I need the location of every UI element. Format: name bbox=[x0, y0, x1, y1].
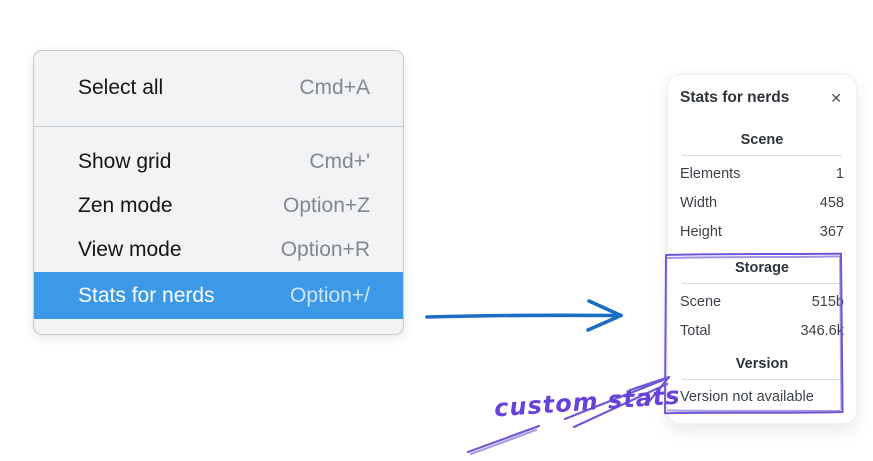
section-rule bbox=[682, 283, 842, 284]
stat-label: Elements bbox=[680, 166, 741, 182]
menu-item-label: View mode bbox=[78, 238, 182, 261]
section-header-scene: Scene bbox=[740, 132, 784, 148]
menu-item-label: Show grid bbox=[78, 150, 172, 173]
section-rule bbox=[682, 155, 842, 156]
menu-group-bottom: Show grid Cmd+' Zen mode Option+Z View m… bbox=[34, 127, 403, 334]
context-menu: Select all Cmd+A Show grid Cmd+' Zen mod… bbox=[33, 50, 404, 335]
stat-value: 367 bbox=[819, 224, 844, 240]
stat-label: Height bbox=[680, 224, 722, 240]
menu-item-label: Zen mode bbox=[78, 194, 173, 217]
menu-item-shortcut: Option+R bbox=[280, 238, 370, 261]
section-header-version: Version bbox=[735, 356, 789, 372]
menu-item-select-all[interactable]: Select all Cmd+A bbox=[34, 66, 403, 110]
menu-item-shortcut: Option+Z bbox=[283, 194, 370, 217]
stats-panel: Stats for nerds ✕ Scene Elements 1 Width… bbox=[668, 75, 856, 423]
stat-row-width: Width 458 bbox=[680, 189, 844, 218]
stat-row-total-size: Total 346.6k bbox=[680, 317, 844, 346]
menu-item-shortcut: Option+/ bbox=[290, 283, 370, 307]
close-icon[interactable]: ✕ bbox=[830, 90, 842, 106]
menu-item-view-mode[interactable]: View mode Option+R bbox=[34, 228, 403, 272]
menu-item-stats-for-nerds[interactable]: Stats for nerds Option+/ bbox=[34, 272, 403, 319]
stat-label: Total bbox=[680, 323, 711, 339]
menu-group-top: Select all Cmd+A bbox=[34, 51, 403, 126]
menu-item-label: Select all bbox=[78, 76, 164, 99]
stat-value: 515b bbox=[811, 294, 844, 310]
stat-label: Scene bbox=[680, 294, 722, 310]
annotation-label: custom stats bbox=[493, 381, 682, 423]
section-header-storage: Storage bbox=[735, 260, 789, 276]
stat-value: 1 bbox=[835, 166, 844, 182]
menu-divider bbox=[34, 126, 403, 127]
stat-value: 458 bbox=[819, 195, 844, 211]
menu-item-label: Stats for nerds bbox=[78, 283, 215, 307]
flow-arrow bbox=[425, 299, 623, 332]
menu-item-zen-mode[interactable]: Zen mode Option+Z bbox=[34, 184, 403, 228]
stats-panel-header: Stats for nerds ✕ bbox=[680, 88, 844, 108]
menu-item-shortcut: Cmd+A bbox=[299, 76, 370, 99]
version-note: Version not available bbox=[680, 389, 814, 405]
menu-item-show-grid[interactable]: Show grid Cmd+' bbox=[34, 140, 403, 184]
stat-row-elements: Elements 1 bbox=[680, 160, 844, 189]
menu-item-shortcut: Cmd+' bbox=[309, 150, 370, 173]
stat-row-scene-size: Scene 515b bbox=[680, 288, 844, 317]
stat-value: 346.6k bbox=[800, 323, 844, 339]
stats-panel-title: Stats for nerds bbox=[680, 89, 790, 106]
section-rule bbox=[682, 379, 842, 380]
stat-label: Width bbox=[680, 195, 718, 211]
stat-row-height: Height 367 bbox=[680, 218, 844, 247]
